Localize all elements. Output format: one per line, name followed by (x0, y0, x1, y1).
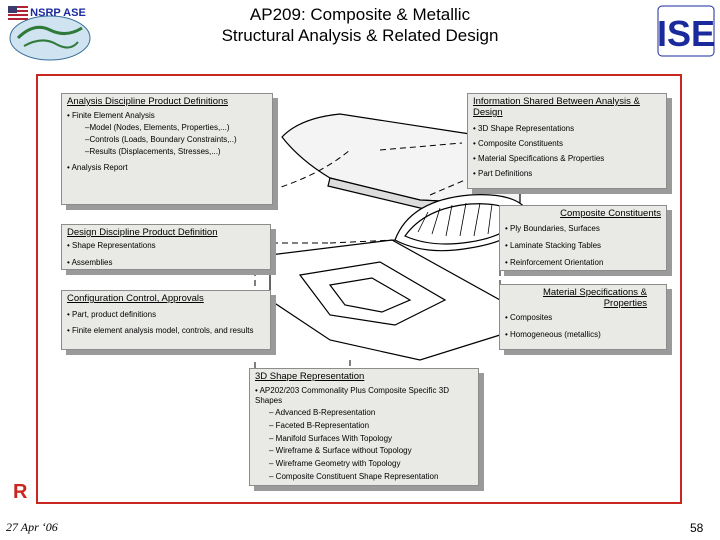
material-box-heading: Material Specifications & Properties (542, 287, 647, 309)
ise-logo: ISE (657, 5, 715, 57)
design-discipline-box: Design Discipline Product Definition • S… (61, 224, 271, 270)
list-item: –Results (Displacements, Stresses,...) (85, 147, 221, 156)
list-item: • Analysis Report (67, 163, 128, 172)
analysis-box-heading: Analysis Discipline Product Definitions (67, 96, 229, 107)
slide-title: AP209: Composite & Metallic Structural A… (150, 4, 570, 46)
info-box-heading: Information Shared Between Analysis & De… (473, 96, 640, 118)
title-line-1: AP209: Composite & Metallic (249, 5, 471, 24)
list-item: – Manifold Surfaces With Topology (269, 433, 393, 443)
list-item: • Composites (505, 313, 553, 322)
list-item: – Faceted B-Representation (269, 420, 370, 430)
design-box-heading: Design Discipline Product Definition (67, 227, 218, 238)
slide-date: 27 Apr ‘06 (6, 520, 58, 534)
list-item: – Wireframe & Surface without Topology (269, 446, 412, 456)
shape3d-box-list: • AP202/203 Commonality Plus Composite S… (255, 386, 473, 482)
list-item: • 3D Shape Representations (473, 124, 575, 133)
list-item: – Wireframe Geometry with Topology (269, 459, 401, 469)
list-item: –Model (Nodes, Elements, Properties,...) (85, 123, 230, 132)
design-box-list: • Shape Representations • Assemblies (67, 241, 265, 268)
list-item: • Homogeneous (metallics) (505, 330, 601, 339)
flat-part-shape (269, 239, 501, 361)
composite-constituents-box: Composite Constituents • Ply Boundaries,… (499, 205, 667, 271)
list-item: • Finite Element Analysis (67, 111, 155, 120)
page-number: 58 (690, 521, 704, 535)
list-item: –Controls (Loads, Boundary Constraints,.… (85, 135, 237, 144)
corner-mark: R (13, 481, 28, 503)
list-item: • Ply Boundaries, Surfaces (505, 224, 600, 233)
list-item: • Shape Representations (67, 241, 156, 250)
logo-right-text: ISE (657, 13, 715, 54)
list-item: • Reinforcement Orientation (505, 258, 604, 267)
title-line-2: Structural Analysis & Related Design (221, 26, 499, 45)
configuration-control-box: Configuration Control, Approvals • Part,… (61, 290, 271, 350)
nsrp-ase-logo: NSRP ASE (8, 6, 91, 61)
config-box-list: • Part, product definitions • Finite ele… (67, 310, 265, 336)
list-item: • Assemblies (67, 258, 113, 267)
composite-box-heading: Composite Constituents (560, 208, 661, 219)
material-specifications-box: Material Specifications & Properties • C… (499, 284, 667, 350)
content-frame (36, 74, 682, 504)
list-item: • Material Specifications & Properties (473, 154, 605, 163)
shape-representation-box: 3D Shape Representation • AP202/203 Comm… (249, 368, 479, 486)
material-box-list: • Composites • Homogeneous (metallics) (505, 313, 661, 340)
airfoil-section-shape (394, 194, 531, 252)
information-shared-box: Information Shared Between Analysis & De… (467, 93, 667, 189)
list-item: • AP202/203 Commonality Plus Composite S… (255, 386, 450, 405)
list-item: • Laminate Stacking Tables (505, 241, 602, 250)
info-box-list: • 3D Shape Representations • Composite C… (473, 124, 661, 179)
list-item: – Advanced B-Representation (269, 408, 376, 417)
config-box-heading: Configuration Control, Approvals (67, 293, 204, 304)
analysis-box-list: • Finite Element Analysis –Model (Nodes,… (67, 111, 267, 173)
list-item: • Finite element analysis model, control… (67, 326, 254, 335)
list-item: • Part, product definitions (67, 310, 157, 319)
shape3d-box-heading: 3D Shape Representation (255, 371, 365, 382)
analysis-discipline-box: Analysis Discipline Product Definitions … (61, 93, 273, 205)
logo-left-text: NSRP ASE (30, 7, 86, 19)
list-item: • Part Definitions (473, 169, 533, 178)
composite-box-list: • Ply Boundaries, Surfaces • Laminate St… (505, 224, 661, 268)
list-item: – Composite Constituent Shape Representa… (269, 471, 439, 481)
list-item: • Composite Constituents (473, 139, 563, 148)
